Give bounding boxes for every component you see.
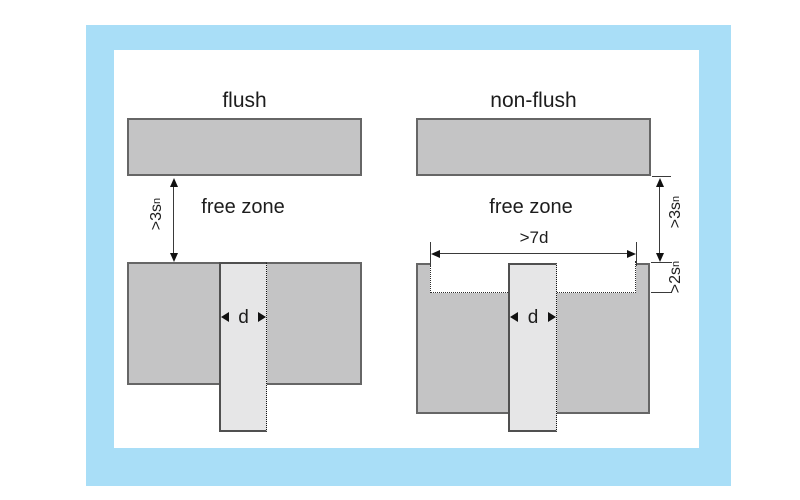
right-sensor-body [508, 263, 557, 432]
right-diameter-dim: d [510, 307, 556, 327]
arrowhead-up-icon [655, 178, 664, 187]
right-clearance-arrow [655, 178, 664, 262]
arrowhead-down-icon [655, 253, 664, 262]
recess-width-witness-right [636, 242, 637, 266]
diameter-label: d [238, 306, 249, 328]
left-free-zone-label: free zone [201, 196, 285, 218]
arrowhead-left-icon [431, 249, 440, 258]
arrowhead-right-icon [547, 312, 556, 322]
dimension-line [659, 182, 660, 258]
recess-depth-subscript: n [669, 260, 682, 267]
arrowhead-left-icon [221, 312, 229, 322]
clearance-value: >3s [148, 203, 165, 231]
right-target-plate [416, 118, 651, 176]
right-extension-line [652, 176, 671, 177]
arrowhead-up-icon [169, 178, 178, 187]
left-clearance-arrow [169, 178, 178, 262]
recess-width-witness-left [430, 242, 431, 266]
arrowhead-left-icon [510, 312, 518, 322]
right-diagram-title: non-flush [490, 89, 577, 112]
dimension-line [173, 182, 174, 258]
arrowhead-down-icon [169, 253, 178, 262]
dimension-line [435, 253, 632, 254]
left-sensor-body [219, 262, 267, 432]
arrowhead-right-icon [257, 312, 266, 322]
diameter-label: d [527, 306, 539, 328]
clearance-value: >3s [667, 201, 684, 229]
clearance-subscript: n [150, 197, 163, 204]
recess-depth-tick-bottom [651, 292, 672, 293]
arrowhead-right-icon [627, 249, 636, 258]
left-diameter-dim: d [221, 307, 266, 327]
right-free-zone-label: free zone [489, 196, 573, 218]
clearance-subscript: n [669, 195, 682, 202]
recess-width-arrow [431, 249, 636, 258]
left-diagram-title: flush [222, 89, 267, 112]
left-target-plate [127, 118, 362, 176]
recess-depth-value: >2s [667, 266, 684, 294]
recess-depth-tick-top [651, 262, 672, 263]
recess-width-label: >7d [519, 228, 549, 247]
